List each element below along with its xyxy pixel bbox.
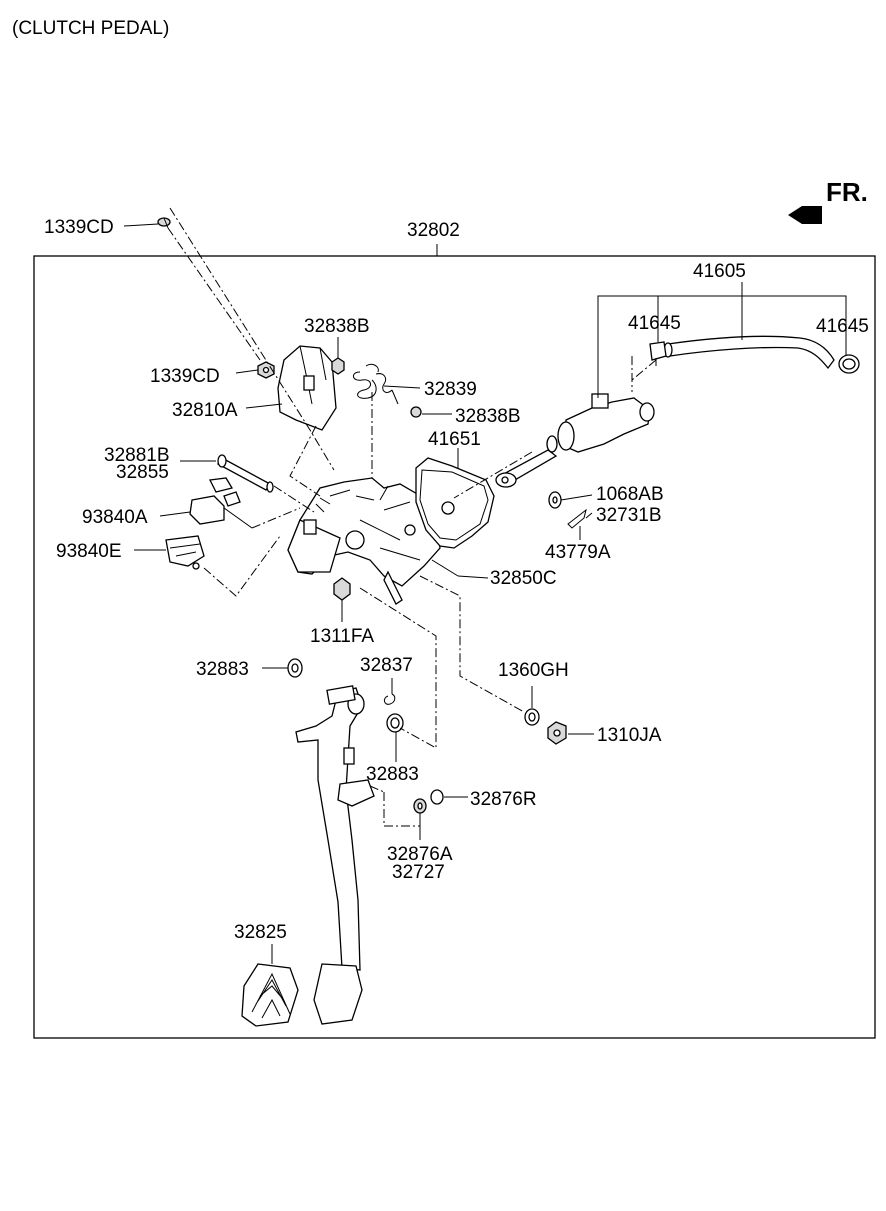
label-32802: 32802: [407, 220, 460, 241]
label-41651: 41651: [428, 429, 481, 450]
label-32810a: 32810A: [172, 400, 238, 421]
assembly-frame: [33, 255, 876, 1039]
label-1068ab: 1068AB: [596, 484, 664, 505]
label-41605: 41605: [693, 261, 746, 282]
pedal-arm: [295, 685, 375, 971]
front-arrow-icon: [788, 206, 822, 224]
label-1339cd-mid: 1339CD: [150, 366, 220, 387]
label-32855: 32855: [116, 462, 169, 483]
pedal-pad-arm: [313, 963, 363, 1025]
switch-93840e: [165, 535, 205, 570]
nut-1311fa: [333, 577, 351, 601]
stopper-32876r: [430, 789, 444, 805]
label-41645-left: 41645: [628, 313, 681, 334]
label-32839: 32839: [424, 379, 477, 400]
pedal-pad-32825: [241, 963, 299, 1027]
clip-32837: [383, 693, 396, 705]
label-43779a: 43779A: [545, 542, 611, 563]
label-32850c: 32850C: [490, 568, 557, 589]
nut-1339cd-mid: [257, 361, 275, 379]
nut-32838b-top: [331, 357, 345, 375]
dashed-assembly-lines: [167, 207, 657, 827]
label-32838b-mid: 32838B: [455, 406, 521, 427]
washer-1360gh: [524, 708, 540, 726]
switch-93840a: [189, 477, 253, 529]
spring-32839: [353, 363, 399, 405]
clip-43779a: [567, 508, 587, 529]
label-32727: 32727: [392, 862, 445, 883]
label-32825: 32825: [234, 922, 287, 943]
label-32876a: 32876A: [387, 844, 453, 865]
pin-32881b: [217, 454, 274, 493]
bushing-32883-mid: [386, 713, 404, 733]
callout-labels: 1339CD 32802 41605 41645 41645 32838B 13…: [44, 217, 869, 943]
label-32883-top: 32883: [196, 659, 249, 680]
label-93840e: 93840E: [56, 541, 122, 562]
hose-41605: [663, 335, 835, 370]
master-cylinder-41605: [495, 393, 655, 488]
bushing-32883-top: [287, 658, 303, 678]
label-32876r: 32876R: [470, 789, 537, 810]
label-1339cd-top: 1339CD: [44, 217, 114, 238]
bolt-1339cd-top: [157, 217, 171, 229]
label-32883-mid: 32883: [366, 764, 419, 785]
nut-32876a: [413, 798, 427, 814]
bracket-32810a: [277, 345, 337, 431]
clip-41645-left: [649, 341, 667, 366]
label-1311fa: 1311FA: [310, 626, 374, 647]
label-32837: 32837: [360, 655, 413, 676]
nut-32838b-mid: [410, 406, 422, 418]
label-32838b-top: 32838B: [304, 316, 370, 337]
page-title: (CLUTCH PEDAL): [12, 18, 169, 39]
label-93840a: 93840A: [82, 507, 148, 528]
plate-41651: [415, 457, 495, 549]
front-direction-label: FR.: [826, 177, 868, 207]
leader-lines: [134, 282, 847, 964]
label-32881b: 32881B: [104, 445, 170, 466]
washer-1068ab: [548, 491, 562, 509]
label-1310ja: 1310JA: [597, 725, 662, 746]
label-32731b: 32731B: [596, 505, 662, 526]
clamp-41645-right: [838, 354, 860, 374]
nut-1310ja: [547, 721, 567, 745]
label-41645-right: 41645: [816, 316, 869, 337]
label-1360gh: 1360GH: [498, 660, 569, 681]
